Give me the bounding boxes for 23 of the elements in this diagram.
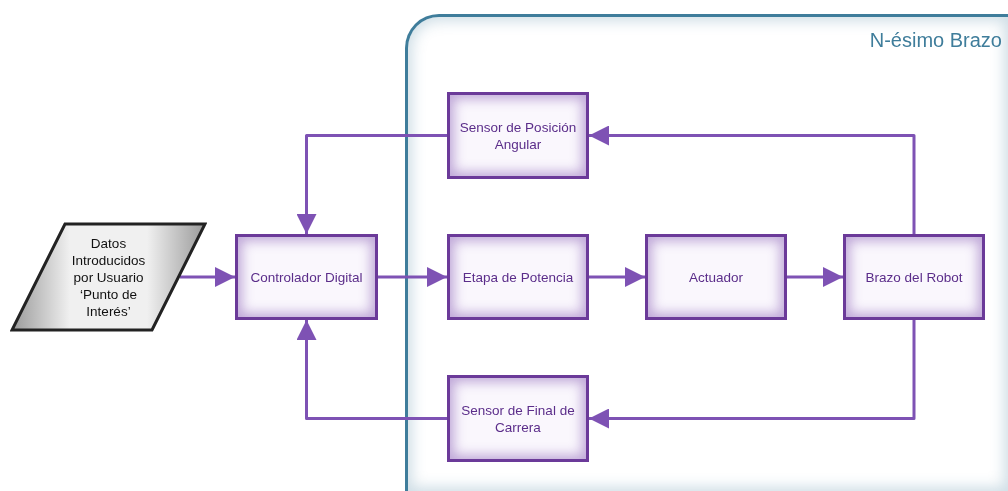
arrow (378, 267, 447, 287)
node-label: Datos Introducidos por Usuario ‘Punto de Interés’ (70, 234, 147, 320)
node-label: Sensor de Posición Angular (458, 118, 578, 153)
process-box (447, 92, 589, 179)
arrow (589, 267, 645, 287)
arrow (296, 320, 447, 420)
process-box (447, 375, 589, 462)
arrow (180, 267, 235, 287)
node-label: Actuador (687, 268, 744, 286)
arrow (589, 320, 916, 429)
node-label: Sensor de Final de Carrera (460, 401, 576, 436)
node-label: Brazo del Robot (864, 268, 964, 286)
arrow (296, 134, 447, 234)
group-title: N-ésimo Brazo (869, 29, 1002, 52)
group-container (405, 14, 1008, 491)
node-label: Controlador Digital (249, 268, 364, 286)
process-box (843, 234, 985, 320)
arrow (787, 267, 843, 287)
process-box (645, 234, 787, 320)
process-box (235, 234, 378, 320)
node-label: Etapa de Potencia (461, 268, 575, 286)
process-box (447, 234, 589, 320)
arrow (589, 125, 916, 234)
